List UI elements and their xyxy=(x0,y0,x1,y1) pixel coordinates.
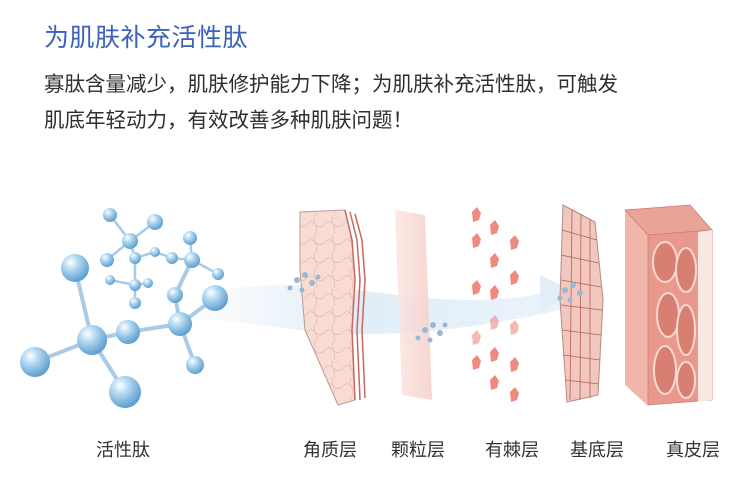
stratum-corneum-illustration xyxy=(299,209,366,406)
layer-labels: 活性肽 角质层 颗粒层 有棘层 基底层 真皮层 xyxy=(0,436,750,466)
label-granular-layer: 颗粒层 xyxy=(391,440,445,461)
description: 寡肽含量减少，肌肤修护能力下降；为肌肤补充活性肽，可触发 肌底年轻动力，有效改善… xyxy=(44,66,750,138)
flow-stream xyxy=(200,275,575,334)
granular-layer-illustration xyxy=(395,210,432,400)
description-line-2: 肌底年轻动力，有效改善多种肌肤问题！ xyxy=(44,108,413,132)
skin-penetration-illustration xyxy=(20,204,713,408)
page-title: 为肌肤补充活性肽 xyxy=(44,23,249,52)
dermis-illustration xyxy=(624,204,713,406)
basal-layer-illustration xyxy=(559,204,604,403)
spinous-layer-illustration xyxy=(472,207,519,402)
label-dermis: 真皮层 xyxy=(666,440,720,461)
peptide-molecule-icon xyxy=(20,208,228,408)
label-basal-layer: 基底层 xyxy=(570,440,624,461)
label-spinous-layer: 有棘层 xyxy=(485,440,539,461)
label-stratum-corneum: 角质层 xyxy=(303,440,357,461)
peptide-particle-icon xyxy=(287,272,583,343)
label-active-peptide: 活性肽 xyxy=(96,440,150,461)
description-line-1: 寡肽含量减少，肌肤修护能力下降；为肌肤补充活性肽，可触发 xyxy=(44,72,618,96)
